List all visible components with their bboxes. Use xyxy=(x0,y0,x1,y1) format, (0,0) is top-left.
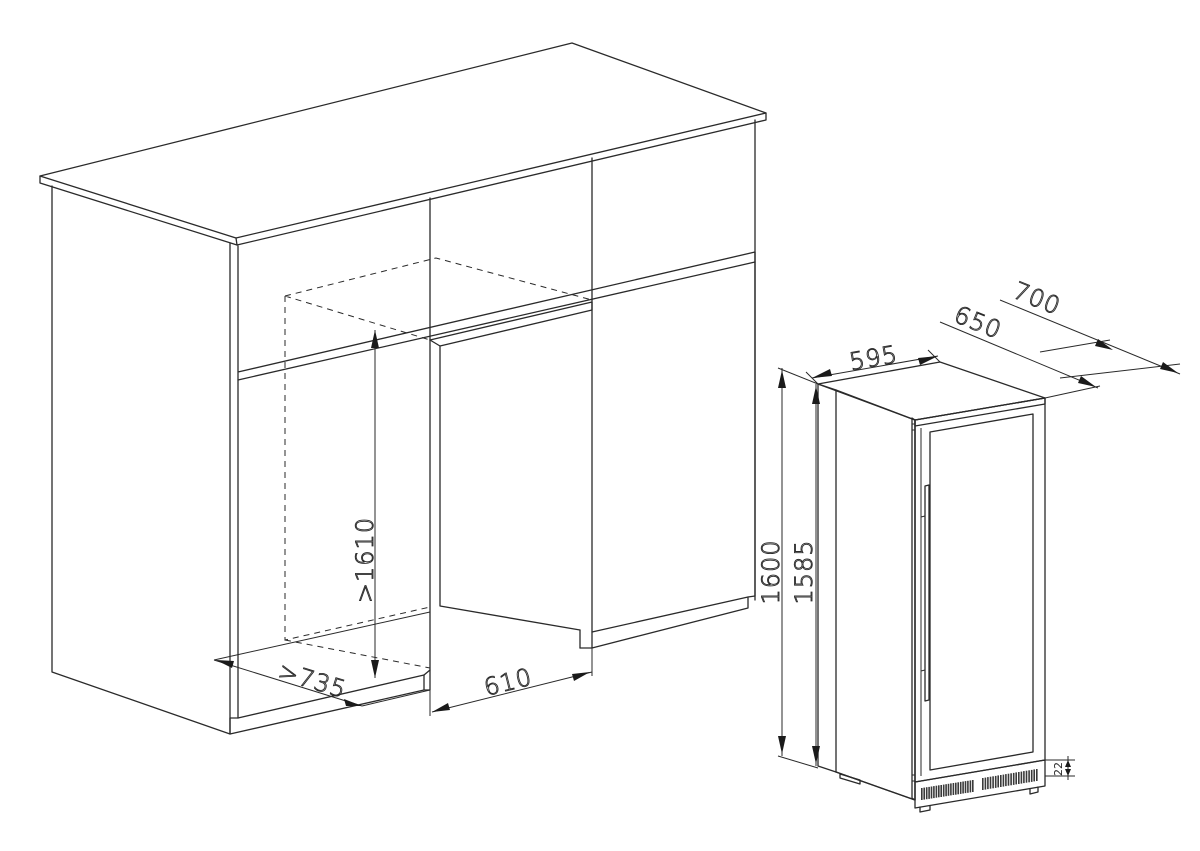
dim-cooler-depth-total: 700 xyxy=(999,276,1181,379)
dim-opening-height: >1610 xyxy=(351,330,379,678)
cooler-handle-icon xyxy=(924,484,930,702)
plinth-height-label: 22 xyxy=(1052,762,1065,776)
dim-cooler-depth-body: 650 xyxy=(939,300,1101,399)
cooler-vent-right xyxy=(982,769,1038,790)
opening-width-label: 610 xyxy=(481,663,535,702)
cooler-glass-pane xyxy=(929,413,1034,771)
cooler-plinth xyxy=(914,759,1046,809)
dim-opening-width: 610 xyxy=(429,648,593,716)
opening-depth-label: >735 xyxy=(275,657,350,704)
dim-plinth-height: 22 xyxy=(1045,756,1075,780)
cooler-vent-left xyxy=(921,780,974,800)
countertop-front-edge xyxy=(39,112,767,246)
appliance-ghost-outline xyxy=(284,257,593,669)
cabinet-left-side xyxy=(51,185,231,735)
cooler-height-body-label: 1585 xyxy=(790,539,818,604)
kitchen-cabinet xyxy=(39,42,767,735)
cabinet-front-upper xyxy=(237,245,756,381)
wine-cooler xyxy=(817,361,1046,813)
cooler-depth-total-label: 700 xyxy=(1009,276,1065,320)
dim-opening-depth: >735 xyxy=(213,611,431,707)
dim-cooler-height-body: 1585 xyxy=(790,384,820,766)
dim-cooler-height-total: 1600 xyxy=(757,367,819,769)
cooler-height-total-label: 1600 xyxy=(757,539,785,604)
cabinet-right-door xyxy=(591,261,756,649)
cooler-door xyxy=(914,397,1046,783)
cooler-left-side xyxy=(817,383,837,773)
countertop-top-face xyxy=(39,42,767,239)
dim-cooler-width: 595 xyxy=(805,340,941,385)
opening-height-label: >1610 xyxy=(351,517,379,603)
